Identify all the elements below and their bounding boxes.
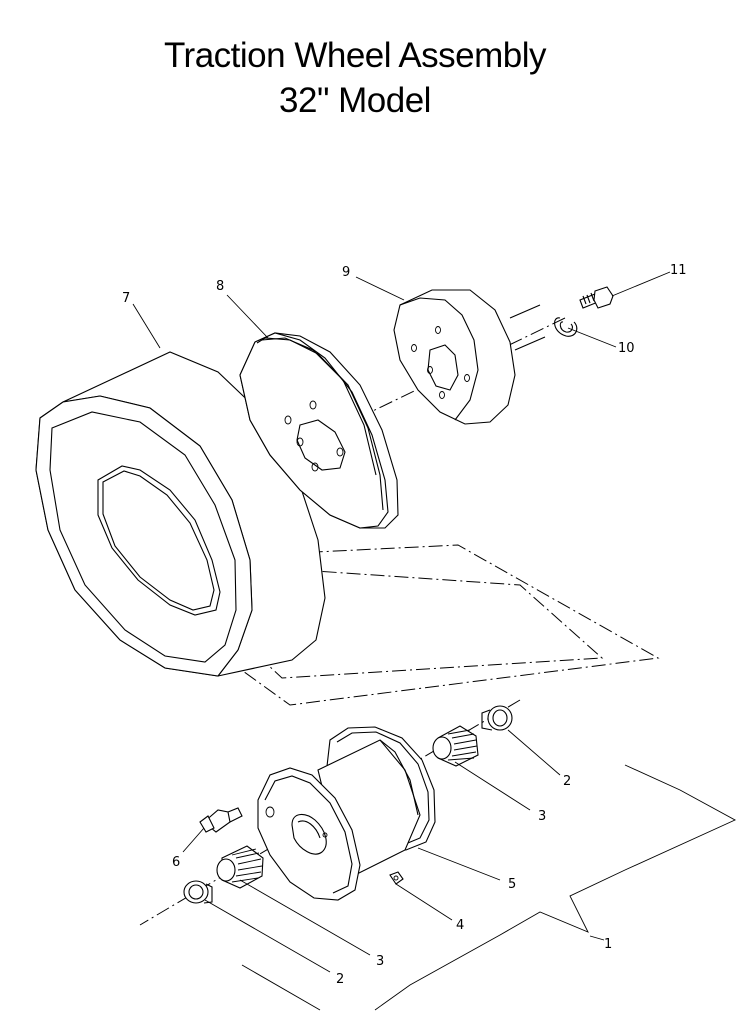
part-11-bolt (579, 286, 614, 309)
callout-4: 4 (456, 918, 464, 933)
part-7-tire (35, 351, 326, 677)
callout-11: 11 (670, 263, 687, 278)
callout-labels: 1 2 2 3 3 4 5 6 7 8 9 10 11 (122, 263, 687, 987)
part-9-hub-plate (393, 289, 546, 425)
callout-2-lower: 2 (336, 972, 344, 987)
part-5-hub-drum (257, 726, 436, 901)
callout-5: 5 (508, 877, 516, 892)
callout-7: 7 (122, 291, 130, 306)
diagram-title-line-1: Traction Wheel Assembly (163, 36, 547, 75)
part-3-bearing-lower (216, 845, 264, 889)
part-4-grease-fitting (389, 871, 404, 885)
callout-8: 8 (216, 279, 224, 294)
callout-3-upper: 3 (538, 809, 546, 824)
part-10-snap-ring (554, 317, 578, 337)
callout-1: 1 (604, 937, 612, 952)
part-8-wheel-rim (239, 332, 399, 529)
part-2-bushing-upper (481, 705, 513, 731)
callout-9: 9 (342, 265, 350, 280)
part-6-valve-stem (199, 807, 243, 833)
part-3-bearing-upper (432, 725, 479, 767)
callout-10: 10 (618, 341, 635, 356)
callout-3-lower: 3 (376, 954, 384, 969)
part-2-bushing-lower (183, 880, 213, 904)
callout-2-upper: 2 (563, 774, 571, 789)
diagram-title-line-2: 32" Model (279, 81, 431, 120)
callout-6: 6 (172, 855, 180, 870)
leader-lines (132, 271, 737, 1011)
